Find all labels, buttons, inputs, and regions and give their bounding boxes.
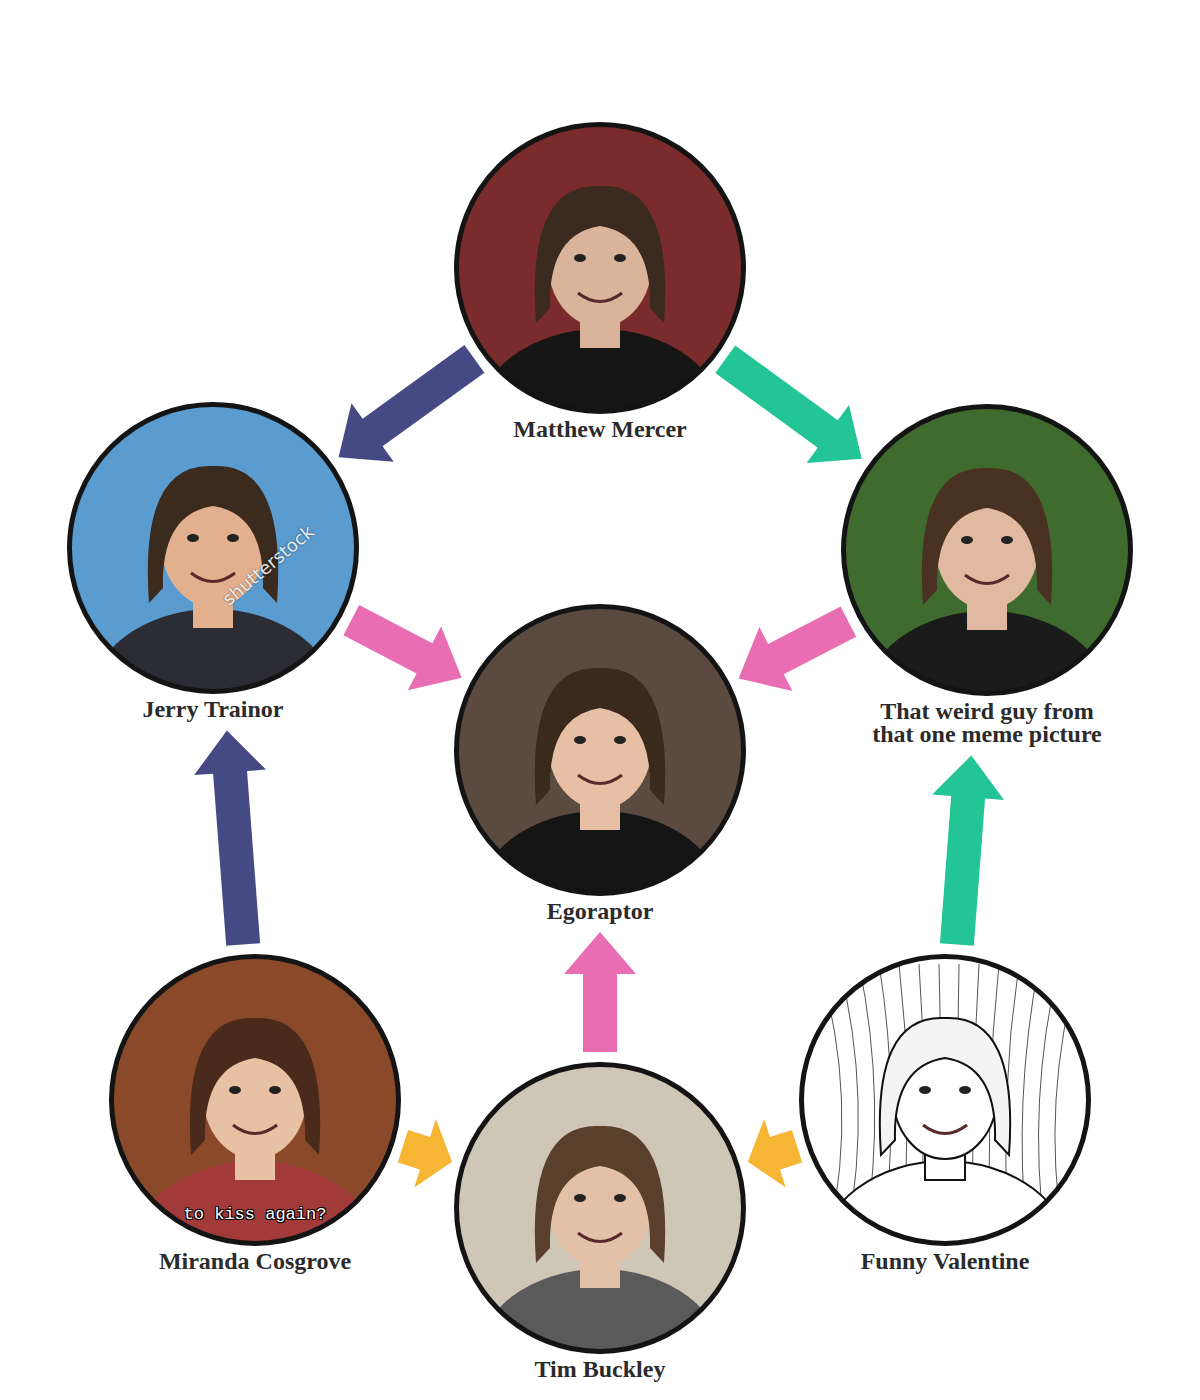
node-label: That weird guy from that one meme pictur… [862, 700, 1112, 746]
node-shape [454, 1062, 746, 1354]
node-circle [802, 957, 1089, 1244]
node-circle [844, 407, 1131, 694]
block-arrow [564, 932, 636, 1052]
node-circle [457, 125, 744, 412]
portrait-node: Egoraptor [454, 604, 746, 923]
block-arrow [715, 346, 861, 464]
node-label: Miranda Cosgrove [115, 1250, 395, 1273]
node-circle [457, 1065, 744, 1352]
node-label: Tim Buckley [460, 1358, 740, 1381]
portrait-illustration [454, 1062, 746, 1354]
block-arrow [932, 755, 1004, 945]
portrait-node: Funny Valentine [799, 954, 1091, 1273]
node-shape [799, 954, 1091, 1246]
portrait-node: That weird guy from that one meme pictur… [841, 404, 1133, 746]
portrait-illustration [841, 404, 1133, 696]
block-arrow [343, 605, 461, 690]
subtitle-text: to kiss again? [184, 1205, 327, 1224]
block-arrow [339, 345, 485, 462]
node-label: Funny Valentine [805, 1250, 1085, 1273]
node-shape [454, 122, 746, 414]
block-arrow [739, 607, 857, 692]
node-shape [67, 402, 359, 694]
portrait-illustration [109, 954, 401, 1246]
portrait-illustration [454, 604, 746, 896]
node-circle [70, 405, 357, 692]
node-shape [454, 604, 746, 896]
block-arrow [398, 1119, 452, 1188]
node-circle [457, 607, 744, 894]
portrait-illustration [67, 402, 359, 694]
node-label: Egoraptor [460, 900, 740, 923]
node-circle [112, 957, 399, 1244]
block-arrow [194, 730, 266, 945]
node-label: Jerry Trainor [73, 698, 353, 721]
portrait-node: Tim Buckley [454, 1062, 746, 1381]
portrait-node: Jerry Trainor [67, 402, 359, 721]
node-label: Matthew Mercer [460, 418, 740, 441]
node-shape [841, 404, 1133, 696]
portrait-illustration [454, 122, 746, 414]
node-shape [109, 954, 401, 1246]
portrait-node: Matthew Mercer [454, 122, 746, 441]
portrait-illustration [799, 954, 1091, 1246]
portrait-node: Miranda Cosgrove [109, 954, 401, 1273]
block-arrow [748, 1119, 802, 1188]
